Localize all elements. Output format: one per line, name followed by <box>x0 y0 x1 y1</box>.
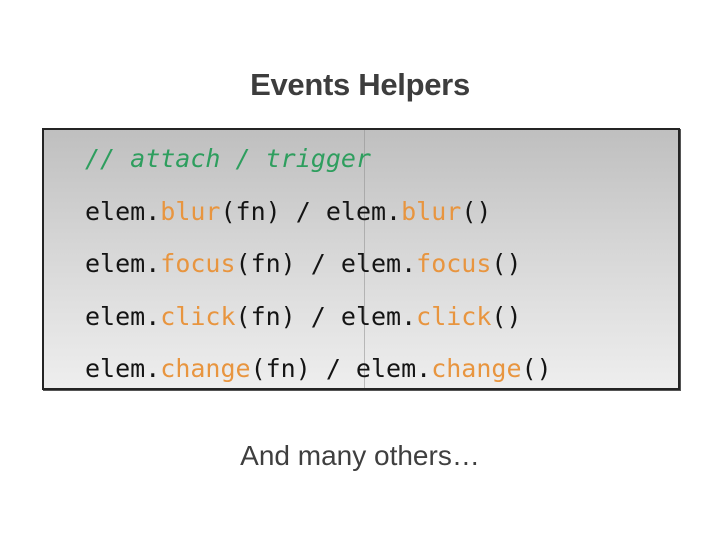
code-line-click: elem.click(fn) / elem.click() <box>85 291 678 344</box>
box-divider-line <box>364 130 365 388</box>
code-token-method: blur <box>160 196 221 226</box>
code-token-method: blur <box>401 196 462 226</box>
code-token: (fn) / elem. <box>220 196 402 226</box>
code-token: () <box>521 354 552 383</box>
code-box: // attach / trigger elem.blur(fn) / elem… <box>42 128 680 390</box>
code-token-method: focus <box>416 249 492 278</box>
footer-note: And many others… <box>240 440 480 471</box>
code-token: () <box>491 249 522 278</box>
code-token: (fn) / elem. <box>235 249 417 278</box>
code-line-focus: elem.focus(fn) / elem.focus() <box>85 238 678 291</box>
slide-title: Events Helpers <box>250 67 470 102</box>
code-lines: // attach / trigger elem.blur(fn) / elem… <box>44 130 678 388</box>
code-token: () <box>461 196 492 226</box>
code-line-comment: // attach / trigger <box>85 133 678 186</box>
code-line-change: elem.change(fn) / elem.change() <box>85 343 678 388</box>
code-token-method: click <box>416 301 492 331</box>
code-token-method: change <box>431 354 522 383</box>
code-comment-text: // attach / trigger <box>85 144 371 173</box>
code-token: elem. <box>85 354 161 383</box>
code-token: (fn) / elem. <box>250 354 432 383</box>
code-token: (fn) / elem. <box>235 301 417 331</box>
code-token-method: change <box>160 354 251 383</box>
code-token-method: click <box>160 301 236 331</box>
code-token: elem. <box>85 196 161 226</box>
code-token: elem. <box>85 249 161 278</box>
code-token-method: focus <box>160 249 236 278</box>
code-line-blur: elem.blur(fn) / elem.blur() <box>85 186 678 239</box>
code-token: elem. <box>85 301 161 331</box>
code-token: () <box>491 301 522 331</box>
